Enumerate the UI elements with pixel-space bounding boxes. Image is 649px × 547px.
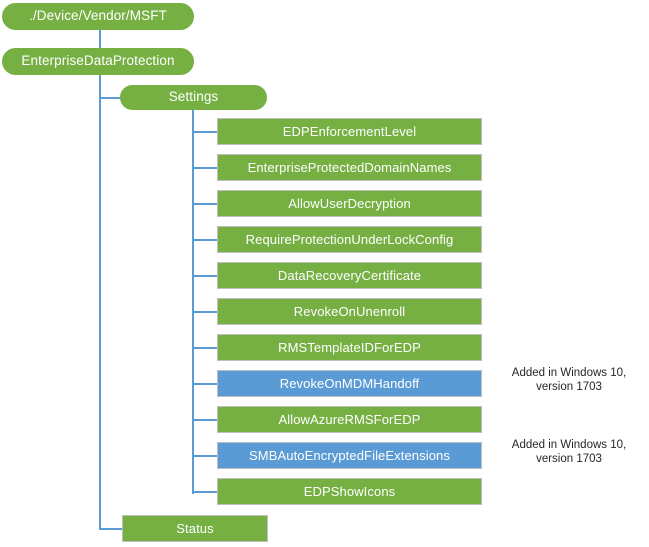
node-edpshowicons[interactable]: EDPShowIcons <box>217 478 482 505</box>
node-rmstemplateidforedp[interactable]: RMSTemplateIDForEDP <box>217 334 482 361</box>
node-label: SMBAutoEncryptedFileExtensions <box>249 447 450 463</box>
connector-settings-child-5 <box>192 275 218 277</box>
connector-settings-child-9 <box>192 419 218 421</box>
annotation-revokeonmdmhandoff: Added in Windows 10, version 1703 <box>511 367 627 394</box>
node-requireprotectionunderlockconfig[interactable]: RequireProtectionUnderLockConfig <box>217 226 482 253</box>
node-label: AllowAzureRMSForEDP <box>278 411 421 427</box>
node-label: RevokeOnUnenroll <box>293 303 406 319</box>
node-label: RequireProtectionUnderLockConfig <box>245 231 454 247</box>
node-label: AllowUserDecryption <box>288 195 411 211</box>
node-enterprise-data-protection[interactable]: EnterpriseDataProtection <box>2 48 194 75</box>
connector-settings-child-7 <box>192 347 218 349</box>
node-label: RevokeOnMDMHandoff <box>279 375 420 391</box>
connector-settings-child-11 <box>192 491 218 493</box>
connector-settings-child-4 <box>192 239 218 241</box>
node-label: DataRecoveryCertificate <box>277 267 422 283</box>
node-enterpriseprotecteddomainnames[interactable]: EnterpriseProtectedDomainNames <box>217 154 482 181</box>
node-edpenforcementlevel[interactable]: EDPEnforcementLevel <box>217 118 482 145</box>
node-allowazurermsforedp[interactable]: AllowAzureRMSForEDP <box>217 406 482 433</box>
node-allowuserdecryption[interactable]: AllowUserDecryption <box>217 190 482 217</box>
connector-trunk-to-settings <box>99 97 122 99</box>
node-settings-label: Settings <box>168 89 219 105</box>
node-smbautoencryptedfileextensions[interactable]: SMBAutoEncryptedFileExtensions <box>217 442 482 469</box>
node-settings[interactable]: Settings <box>120 85 267 110</box>
node-status-label: Status <box>176 520 214 536</box>
connector-root-to-level1 <box>99 30 101 48</box>
connector-settings-child-3 <box>192 203 218 205</box>
node-label: EDPShowIcons <box>303 483 396 499</box>
connector-settings-child-1 <box>192 131 218 133</box>
node-revokeonmdmhandoff[interactable]: RevokeOnMDMHandoff <box>217 370 482 397</box>
node-label: RMSTemplateIDForEDP <box>278 339 421 355</box>
node-label: EDPEnforcementLevel <box>282 123 417 139</box>
connector-settings-child-8 <box>192 383 218 385</box>
node-root-label: ./Device/Vendor/MSFT <box>29 8 167 24</box>
node-enterprise-data-protection-label: EnterpriseDataProtection <box>21 53 175 69</box>
connector-settings-child-10 <box>192 455 218 457</box>
connector-trunk-to-status <box>99 528 124 530</box>
annotation-smbautoencryptedfileextensions: Added in Windows 10, version 1703 <box>511 439 627 466</box>
trunk-settings-vertical <box>192 110 194 494</box>
node-revokeonunenroll[interactable]: RevokeOnUnenroll <box>217 298 482 325</box>
connector-settings-child-2 <box>192 167 218 169</box>
node-label: EnterpriseProtectedDomainNames <box>247 159 452 175</box>
node-status[interactable]: Status <box>122 515 268 542</box>
node-datarecoverycertificate[interactable]: DataRecoveryCertificate <box>217 262 482 289</box>
trunk-main-vertical <box>99 30 101 530</box>
connector-settings-child-6 <box>192 311 218 313</box>
node-root[interactable]: ./Device/Vendor/MSFT <box>2 3 194 30</box>
